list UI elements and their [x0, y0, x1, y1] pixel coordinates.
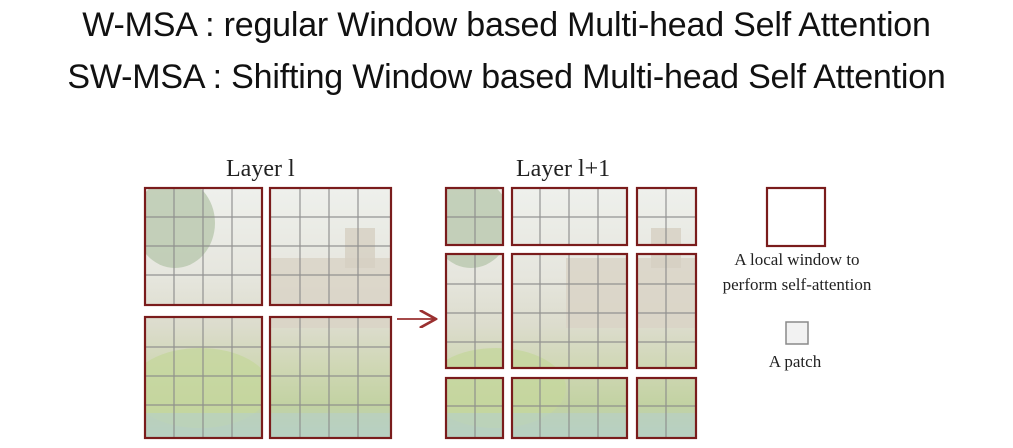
legend-window-text-line1: A local window to [734, 250, 860, 269]
layer-l1-label: Layer l+1 [516, 156, 611, 182]
window-l1-r3-c1 [444, 376, 505, 440]
w-msa-definition: W-MSA : regular Window based Multi-head … [82, 6, 931, 44]
window-l1-r1-c2 [510, 186, 629, 247]
window-l1-r1-c1 [444, 186, 505, 247]
legend-window-text-line2: perform self-attention [722, 275, 872, 294]
legend-window-symbol [765, 186, 827, 248]
legend-patch-text: A patch [768, 352, 822, 371]
window-l1-r2-c2 [510, 252, 629, 370]
legend-patch-symbol [785, 321, 809, 345]
window-l1-r2-c3 [635, 252, 698, 370]
window-l-top-left [143, 186, 264, 307]
window-l1-r1-c3 [635, 186, 698, 247]
layer-l1-grid [444, 186, 698, 440]
sw-msa-definition: SW-MSA : Shifting Window based Multi-hea… [67, 58, 946, 96]
window-l1-r2-c1 [444, 252, 505, 370]
window-l-bottom-right [268, 315, 393, 440]
window-l-bottom-left [143, 315, 264, 440]
layer-l-label: Layer l [226, 156, 295, 182]
window-l1-r3-c3 [635, 376, 698, 440]
window-l-top-right [268, 186, 393, 307]
window-l1-r3-c2 [510, 376, 629, 440]
layer-l-grid [143, 186, 393, 440]
